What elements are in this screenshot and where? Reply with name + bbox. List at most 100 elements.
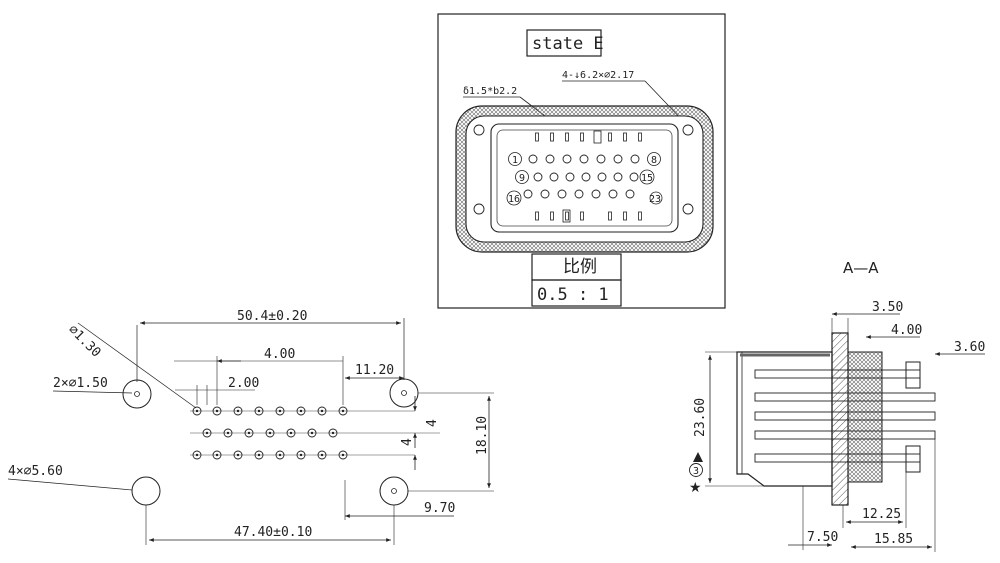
front-pin-center	[215, 409, 219, 413]
front-pin-center	[320, 409, 324, 413]
contact-pin	[549, 172, 559, 182]
section-title: A—A	[843, 259, 879, 277]
dim-two-holes: 2×⌀1.50	[53, 376, 108, 391]
contact-pin	[591, 189, 601, 199]
front-pin	[233, 450, 243, 460]
contact-pin	[533, 172, 543, 182]
front-pin	[338, 406, 348, 416]
front-pin	[254, 406, 264, 416]
front-pin	[254, 450, 264, 460]
dim-height: 18.10	[475, 416, 490, 455]
flange-hole	[473, 203, 485, 215]
key-slot	[593, 130, 602, 144]
contact-pin	[613, 172, 623, 182]
key-slot	[580, 132, 584, 142]
key-slot	[550, 211, 554, 221]
front-pin	[192, 450, 202, 460]
front-pin	[212, 450, 222, 460]
seal-annotation: δ1.5*b2.2	[463, 86, 517, 97]
key-slot	[608, 211, 612, 221]
front-pin-center	[310, 431, 314, 435]
pin-grid	[523, 154, 663, 205]
key-slot	[580, 211, 584, 221]
star-icon: ★	[689, 480, 702, 496]
front-pin	[275, 450, 285, 460]
scale-value: 0.5 : 1	[537, 285, 609, 305]
contact-pin	[565, 172, 575, 182]
contact-pin	[649, 191, 663, 205]
key-slot	[623, 211, 627, 221]
section-flange	[831, 332, 849, 506]
front-pin-center	[205, 431, 209, 435]
contact-pin	[613, 154, 623, 164]
front-view: 50.4±0.20 4.00 2.00 11.20 ⌀1.30 2×⌀1.50 …	[7, 309, 494, 545]
mount-hole-bottom-right	[379, 476, 409, 506]
dim-overall-bottom: 47.40±0.10	[234, 525, 312, 540]
front-pin-center	[299, 453, 303, 457]
pin-label-1: 1	[508, 152, 522, 166]
scale-value-box	[531, 279, 622, 307]
dim-d1: 3.50	[872, 300, 903, 315]
key-slot	[608, 132, 612, 142]
housing-inner	[496, 129, 673, 227]
contact-pin	[630, 154, 640, 164]
pin-label-9: 9	[515, 170, 529, 184]
front-pin-array	[192, 406, 348, 460]
dim-row-pitch-a: 4	[425, 419, 440, 427]
dim-d2: 4.00	[891, 323, 922, 338]
front-pin-center	[320, 453, 324, 457]
contact-pin	[608, 189, 618, 199]
pin-marker-triangle	[693, 452, 703, 462]
front-pin-center	[215, 453, 219, 457]
section-seal-block	[847, 351, 883, 483]
front-pin-center	[299, 409, 303, 413]
pin-marker-3: 3	[689, 463, 703, 477]
front-pin-center	[195, 453, 199, 457]
front-pin-center	[341, 453, 345, 457]
contact-pin	[523, 189, 533, 199]
contact-pin	[540, 189, 550, 199]
hole-annotation: 4-↓6.2×⌀2.17	[562, 70, 634, 81]
flange-holes	[473, 124, 694, 215]
front-pin-center	[268, 431, 272, 435]
contact-pin	[528, 154, 538, 164]
key-slot	[565, 132, 569, 142]
dim-pin-pitch-top: 4.00	[264, 347, 295, 362]
svg-text:16: 16	[508, 194, 520, 205]
front-pin-center	[226, 431, 230, 435]
front-pin	[202, 428, 212, 438]
svg-text:23: 23	[649, 194, 661, 205]
svg-text:8: 8	[651, 155, 657, 166]
svg-text:3: 3	[693, 466, 699, 477]
front-pin-center	[236, 409, 240, 413]
contact-pin	[545, 154, 555, 164]
front-pin-center	[331, 431, 335, 435]
dim-section-height: 23.60	[693, 398, 708, 437]
front-pin	[317, 406, 327, 416]
dim-bottom-offset: 9.70	[424, 501, 455, 516]
front-pin	[212, 406, 222, 416]
pin-label-15: 15	[639, 169, 655, 185]
key-slots	[535, 130, 642, 223]
key-slot	[535, 211, 539, 221]
key-slot	[623, 132, 627, 142]
front-pin	[296, 450, 306, 460]
section-view: A—A 3.50 4.00 3.60 23.60	[689, 259, 985, 552]
front-pin-center	[278, 453, 282, 457]
key-slot	[638, 211, 642, 221]
state-label: state E	[532, 34, 604, 54]
scale-title: 比例	[563, 257, 597, 277]
svg-text:15: 15	[641, 173, 653, 184]
dim-four-holes: 4×⌀5.60	[8, 464, 63, 479]
front-pin-center	[257, 453, 261, 457]
front-pin	[286, 428, 296, 438]
contact-pin	[557, 189, 567, 199]
flange-hole	[682, 203, 694, 215]
front-pin	[265, 428, 275, 438]
front-pin-center	[257, 409, 261, 413]
detail-frame	[437, 13, 726, 309]
front-pin	[328, 428, 338, 438]
flange-hole	[682, 124, 694, 136]
front-pin-center	[236, 453, 240, 457]
